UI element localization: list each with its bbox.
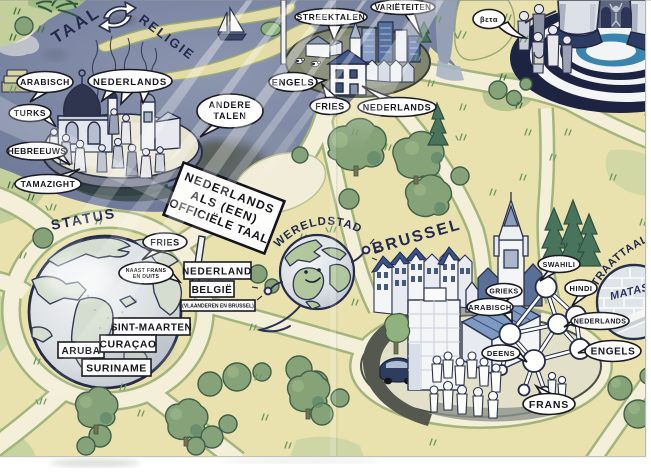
svg-text:TALEN: TALEN — [213, 111, 246, 121]
svg-text:SWAHILI: SWAHILI — [543, 262, 576, 269]
svg-text:TURKS: TURKS — [14, 108, 46, 118]
svg-text:TAMAZIGHT: TAMAZIGHT — [21, 179, 76, 189]
svg-text:NEDERLANDS: NEDERLANDS — [93, 77, 167, 88]
svg-text:ENGELS: ENGELS — [591, 347, 636, 358]
svg-text:NEDERLAND: NEDERLAND — [182, 267, 252, 278]
svg-text:ARABISCH: ARABISCH — [20, 77, 70, 87]
svg-text:(VLAANDEREN EN BRUSSEL): (VLAANDEREN EN BRUSSEL) — [182, 304, 254, 310]
svg-text:FRIES: FRIES — [315, 102, 345, 112]
svg-text:SINT-MAARTEN: SINT-MAARTEN — [111, 323, 193, 334]
svg-text:ARABISCH: ARABISCH — [468, 303, 512, 312]
svg-text:NEDERLANDS: NEDERLANDS — [574, 319, 627, 326]
svg-text:DEENS: DEENS — [487, 349, 515, 358]
svg-text:VARIËTEITEN: VARIËTEITEN — [375, 3, 432, 12]
svg-text:HEBREEUWS: HEBREEUWS — [8, 146, 67, 156]
svg-text:BELGIË: BELGIË — [192, 283, 233, 296]
svg-text:SURINAME: SURINAME — [86, 363, 147, 375]
svg-text:ENGELS: ENGELS — [272, 78, 315, 89]
svg-text:βετα: βετα — [480, 15, 498, 24]
svg-text:HINDI: HINDI — [570, 284, 593, 293]
svg-text:ANDERE: ANDERE — [209, 100, 252, 110]
svg-text:NEDERLANDS: NEDERLANDS — [363, 103, 432, 113]
svg-text:STREEKTALEN: STREEKTALEN — [297, 12, 366, 22]
svg-text:GRIEKS: GRIEKS — [489, 289, 518, 296]
svg-text:CURAÇAO: CURAÇAO — [99, 339, 156, 351]
svg-text:FRANS: FRANS — [529, 399, 569, 411]
